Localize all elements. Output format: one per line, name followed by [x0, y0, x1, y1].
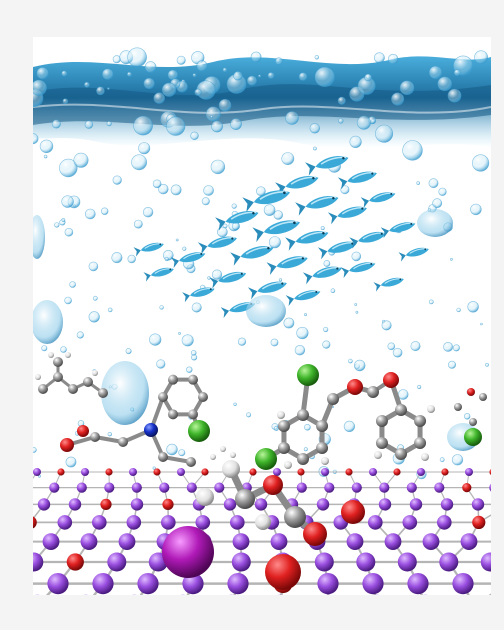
illustration [33, 37, 491, 595]
crystal-lattice [33, 468, 491, 595]
fish-school [133, 156, 429, 318]
scene-svg [33, 47, 491, 595]
water-surface [33, 56, 491, 148]
adsorbed-molecules [35, 352, 487, 546]
